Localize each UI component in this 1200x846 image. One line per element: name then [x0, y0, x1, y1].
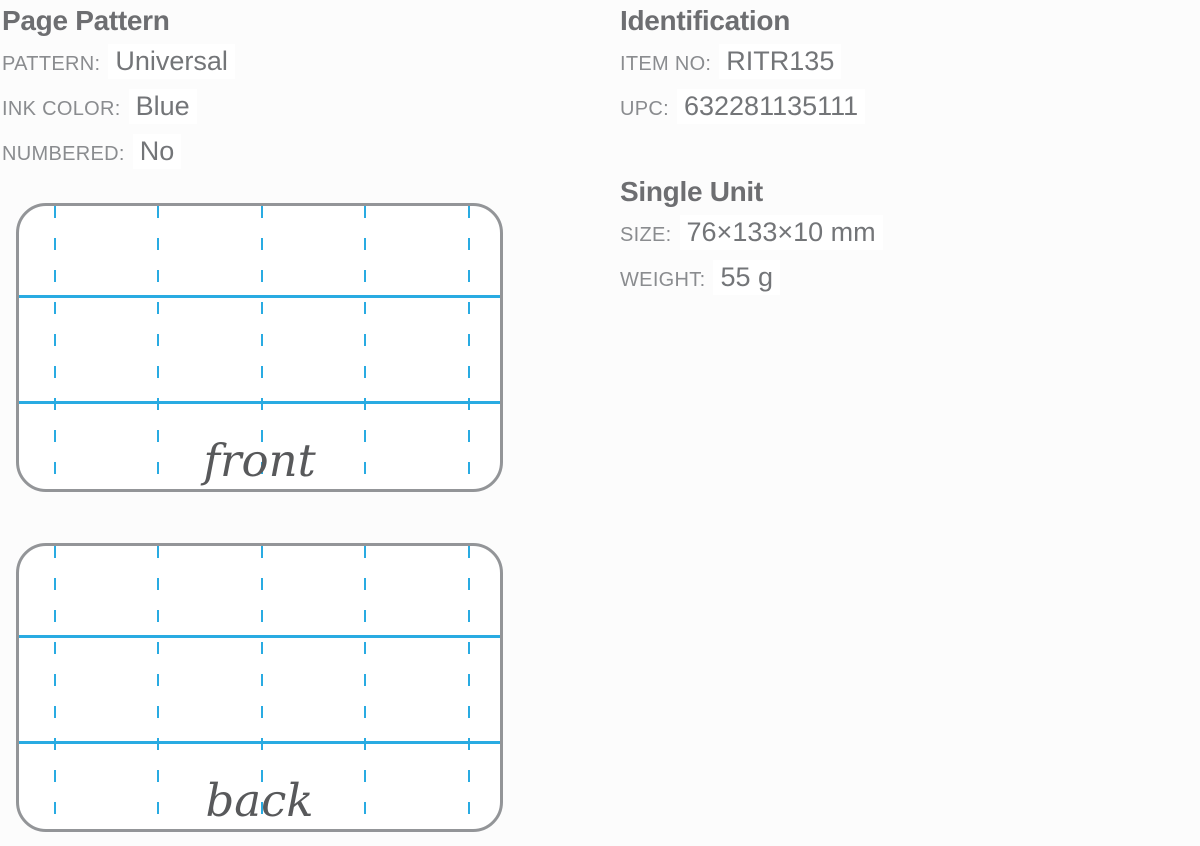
pattern-area [19, 546, 500, 829]
pattern-preview-front: front [16, 203, 503, 492]
dashed-column-line [364, 206, 367, 489]
dashed-column-line [364, 546, 367, 829]
identification-section: Identification ITEM NO: RITR135 UPC: 63228… [620, 4, 1180, 131]
spec-label-numbered: NUMBERED: [2, 143, 125, 165]
spec-label-item-no: ITEM NO: [620, 53, 712, 75]
spec-row-upc: UPC: 632281135111 [620, 86, 1180, 131]
spec-value-pattern: Universal [108, 44, 235, 79]
ruled-line [19, 741, 500, 744]
identification-heading: Identification [620, 5, 791, 36]
ruled-line [19, 635, 500, 638]
spec-label-size: SIZE: [620, 224, 672, 246]
single-unit-section: Single Unit SIZE: 76×133×10 mm WEIGHT: 55 … [620, 175, 1180, 302]
page-side-label-front: front [203, 433, 316, 487]
spec-value-upc: 632281135111 [676, 89, 866, 124]
page-pattern-heading: Page Pattern [2, 5, 170, 36]
details-column: Identification ITEM NO: RITR135 UPC: 63228… [620, 4, 1180, 302]
spec-value-numbered: No [132, 134, 182, 169]
spec-value-weight: 55 g [713, 260, 780, 295]
dashed-column-line [467, 546, 470, 829]
spec-value-size: 76×133×10 mm [679, 215, 883, 250]
single-unit-heading: Single Unit [620, 176, 763, 207]
ruled-line [19, 295, 500, 298]
spec-label-pattern: PATTERN: [2, 53, 101, 75]
dashed-column-line [157, 546, 160, 829]
dashed-column-line [54, 206, 57, 489]
pattern-area [19, 206, 500, 489]
spec-value-ink-color: Blue [128, 89, 197, 124]
ruled-line [19, 401, 500, 404]
dashed-column-line [54, 546, 57, 829]
page-side-label-back: back [205, 773, 314, 827]
spec-row-numbered: NUMBERED: No [2, 131, 582, 176]
page-pattern-section: Page Pattern PATTERN: Universal INK COLOR… [2, 4, 582, 176]
spec-label-weight: WEIGHT: [620, 269, 706, 291]
spec-row-size: SIZE: 76×133×10 mm [620, 212, 1180, 257]
dashed-column-line [260, 546, 263, 829]
spec-row-pattern: PATTERN: Universal [2, 41, 582, 86]
spec-row-ink-color: INK COLOR: Blue [2, 86, 582, 131]
spec-label-ink-color: INK COLOR: [2, 98, 121, 120]
dashed-column-line [157, 206, 160, 489]
spec-label-upc: UPC: [620, 98, 669, 120]
spec-value-item-no: RITR135 [719, 44, 842, 79]
spec-row-weight: WEIGHT: 55 g [620, 257, 1180, 302]
dashed-column-line [260, 206, 263, 489]
spec-row-item-no: ITEM NO: RITR135 [620, 41, 1180, 86]
pattern-preview-back: back [16, 543, 503, 832]
dashed-column-line [467, 206, 470, 489]
